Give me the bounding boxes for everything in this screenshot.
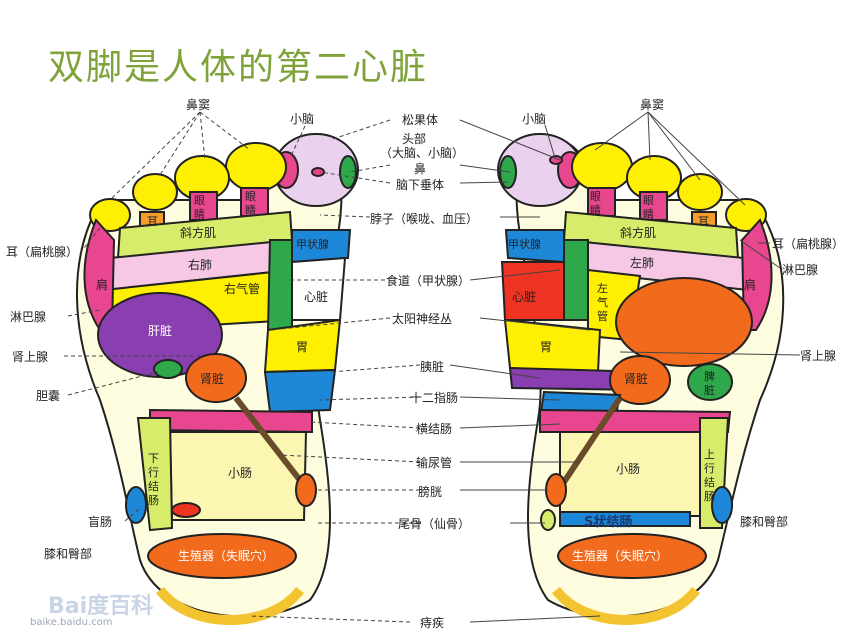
label-brain: （大脑、小脑） <box>380 146 465 160</box>
region-eye-right-2: 眼睛 <box>643 194 654 221</box>
label-adrenal-right: 肾上腺 <box>800 349 837 363</box>
region-bronchus-left: 左气管 <box>597 282 608 323</box>
region-descending-colon: 下行结肠 <box>148 452 159 507</box>
left-eye-1 <box>189 191 218 221</box>
label-esophagus: 食道（甲状腺） <box>386 274 471 288</box>
label-pancreas: 胰脏 <box>420 360 445 374</box>
region-small-intestine-right: 小肠 <box>616 462 641 476</box>
left-foot <box>75 133 359 625</box>
region-kidney-right: 肾脏 <box>624 372 649 386</box>
label-ureter: 输尿管 <box>416 456 453 470</box>
label-pituitary: 脑下垂体 <box>396 178 445 192</box>
label-head: 头部 <box>402 132 427 146</box>
region-heart-right-small: 心脏 <box>512 290 537 304</box>
left-eye-2 <box>240 187 269 217</box>
region-stomach-left: 胃 <box>296 340 309 354</box>
region-eye-right-1: 眼睛 <box>590 190 601 217</box>
label-pineal: 松果体 <box>402 113 439 127</box>
label-ear-tonsil-left: 耳（扁桃腺） <box>6 245 79 259</box>
region-thyroid-left: 甲状腺 <box>296 238 329 251</box>
region-small-intestine-left: 小肠 <box>228 466 253 480</box>
left-genitals <box>147 533 297 579</box>
left-kidney <box>185 353 247 403</box>
region-eye-left-2: 眼睛 <box>245 190 256 217</box>
watermark-url: baike.baidu.com <box>30 617 113 628</box>
label-ear-tonsil-right: 耳（扁桃腺） <box>772 237 845 251</box>
label-adrenal-left: 肾上腺 <box>12 350 49 364</box>
left-descending-colon <box>136 417 174 532</box>
region-lung-right: 右肺 <box>188 258 213 272</box>
region-trapezius-left: 斜方肌 <box>180 226 217 240</box>
watermark-logo: Bai度百科 <box>48 594 154 619</box>
region-ascending-colon: 上行结肠 <box>704 448 715 503</box>
label-knee-hip-left: 膝和臀部 <box>44 547 93 561</box>
label-lymph-right: 淋巴腺 <box>782 263 819 277</box>
region-sigmoid-colon: S状结肠 <box>584 515 633 530</box>
label-lymph-left: 淋巴腺 <box>10 310 47 324</box>
region-genitals-left: 生殖器（失眠穴） <box>178 549 275 563</box>
region-kidney-left: 肾脏 <box>200 372 225 386</box>
region-heart-left: 心脏 <box>304 290 329 304</box>
label-solar-plexus: 太阳神经丛 <box>392 312 453 326</box>
label-nose: 鼻 <box>414 162 427 176</box>
left-gallbladder <box>153 359 183 379</box>
label-duodenum: 十二指肠 <box>410 391 459 405</box>
region-trapezius-right: 斜方肌 <box>620 226 657 240</box>
left-heart <box>291 256 347 321</box>
region-stomach-right: 胃 <box>540 340 553 354</box>
region-liver: 肝脏 <box>148 324 173 338</box>
label-sinus-left: 鼻窦 <box>186 98 211 112</box>
label-coccyx: 尾骨（仙骨） <box>398 517 471 531</box>
leader-lines <box>64 111 801 623</box>
right-foot <box>497 133 785 625</box>
label-bladder: 膀胱 <box>418 485 443 499</box>
region-eye-left-1: 眼睛 <box>194 194 205 221</box>
region-ear-left: 耳 <box>147 215 158 228</box>
label-hemorrhoids: 痔疾 <box>420 616 445 630</box>
left-pituitary <box>311 167 325 177</box>
page-title: 双脚是人体的第二心脏 <box>48 47 429 88</box>
region-ear-right: 耳 <box>698 215 709 228</box>
label-cecum: 盲肠 <box>88 515 113 529</box>
label-cerebellum-right: 小脑 <box>522 112 547 126</box>
region-spleen: 脾脏 <box>704 370 715 397</box>
left-nose <box>339 155 357 189</box>
label-knee-hip-right: 膝和臀部 <box>740 515 789 529</box>
region-shoulder-right: 肩 <box>744 278 757 292</box>
label-neck: 脖子（喉咙、血压） <box>370 212 479 226</box>
label-transverse-colon: 横结肠 <box>416 422 453 436</box>
region-bronchus-right: 右气管 <box>224 282 261 296</box>
region-shoulder-left: 肩 <box>96 278 109 292</box>
label-gallbladder: 胆囊 <box>36 389 61 403</box>
region-genitals-right: 生殖器（失眠穴） <box>572 549 669 563</box>
label-cerebellum-left: 小脑 <box>290 112 315 126</box>
region-lung-left: 左肺 <box>630 256 655 270</box>
region-thyroid-right: 甲状腺 <box>508 238 541 251</box>
label-sinus-right: 鼻窦 <box>640 98 665 112</box>
